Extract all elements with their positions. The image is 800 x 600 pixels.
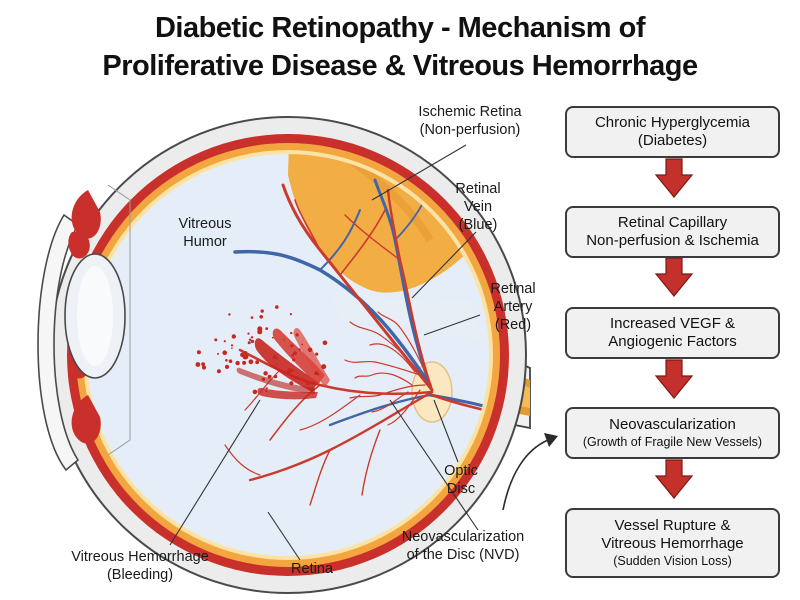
hemorrhage-speck <box>201 365 207 370</box>
hemorrhage-speck <box>290 331 293 335</box>
hemorrhage-speck <box>291 354 294 357</box>
hemorrhage-speck <box>247 341 251 345</box>
hemorrhage-speck <box>261 377 266 381</box>
hemorrhage-speck <box>214 338 218 342</box>
flow-arrow-4 <box>654 459 694 499</box>
hemorrhage-speck <box>228 359 233 364</box>
flow-box-hyperglycemia: Chronic Hyperglycemia (Diabetes) <box>565 106 780 158</box>
hemorrhage-speck <box>267 374 272 379</box>
label-vitreous-hemorrhage: Vitreous Hemorrhage(Bleeding) <box>71 549 209 583</box>
hemorrhage-speck <box>298 348 301 351</box>
title-line-1: Diabetic Retinopathy - Mechanism of <box>154 12 646 44</box>
hemorrhage-speck <box>301 343 304 346</box>
flow-arrow-2 <box>654 257 694 297</box>
flow-box-nonperfusion: Retinal Capillary Non-perfusion & Ischem… <box>565 206 780 258</box>
hemorrhage-speck <box>248 359 254 365</box>
hemorrhage-speck <box>257 326 263 332</box>
hemorrhage-speck <box>231 347 233 350</box>
hemorrhage-speck <box>250 336 254 339</box>
hemorrhage-speck <box>217 352 219 355</box>
nvd-tufts <box>344 311 429 426</box>
hemorrhage-speck <box>321 364 327 370</box>
hemorrhage-speck <box>195 362 201 367</box>
hemorrhage-speck <box>263 371 268 376</box>
hemorrhage-speck <box>242 360 247 365</box>
hemorrhage-speck <box>322 340 328 346</box>
leader-lines <box>169 144 481 561</box>
hemorrhage-speck <box>275 363 278 366</box>
hemorrhage-speck <box>275 305 279 309</box>
hemorrhage-speck <box>196 350 201 355</box>
hemorrhage-speck <box>283 339 285 341</box>
hemorrhage-speck <box>216 369 221 374</box>
flow-arrow-3 <box>654 359 694 399</box>
hemorrhage-speck <box>289 381 294 386</box>
hemorrhage-speck <box>250 316 254 319</box>
hemorrhage-speck <box>252 389 258 395</box>
hemorrhage-speck <box>275 357 278 360</box>
hemorrhage-speck <box>228 313 231 316</box>
hemorrhage-speck <box>223 340 226 343</box>
hemorrhage-speck <box>243 351 247 355</box>
label-ischemic-retina: Ischemic Retina(Non-perfusion) <box>418 104 522 138</box>
title-line-2: Proliferative Disease & Vitreous Hemorrh… <box>102 50 698 82</box>
hemorrhage-speck <box>289 313 292 316</box>
hemorrhage-speck <box>272 336 274 339</box>
hemorrhage-speck <box>265 390 268 393</box>
flow-box-rupture: Vessel Rupture & Vitreous Hemorrhage (Su… <box>565 508 780 578</box>
nvd-to-flow-arrow <box>502 433 558 511</box>
hemorrhage-speck <box>248 338 252 341</box>
flow-box-neovascularization: Neovascularization (Growth of Fragile Ne… <box>565 407 780 459</box>
hemorrhage-speck <box>265 327 269 330</box>
flow-arrows <box>654 158 694 499</box>
hemorrhage-speck <box>305 381 310 386</box>
anterior-segment <box>37 184 131 472</box>
hemorrhage-speck <box>250 339 255 344</box>
hemorrhage-speck <box>290 344 294 348</box>
vitreous-hemorrhage <box>195 305 330 400</box>
hemorrhage-speck <box>272 355 277 359</box>
hemorrhage-speck <box>259 315 264 319</box>
hemorrhage-speck <box>315 352 319 356</box>
label-retina: Retina <box>291 561 333 577</box>
hemorrhage-speck <box>295 333 299 337</box>
hemorrhage-speck <box>231 334 236 339</box>
hemorrhage-speck <box>222 350 227 356</box>
hemorrhage-speck <box>292 358 296 362</box>
hemorrhage-speck <box>243 354 249 360</box>
flow-arrow-1 <box>654 158 694 198</box>
hemorrhage-speck <box>286 368 292 374</box>
hemorrhage-speck <box>291 368 295 372</box>
hemorrhage-speck <box>260 309 264 313</box>
hemorrhage-speck <box>317 373 320 376</box>
hemorrhage-speck <box>235 360 240 366</box>
hemorrhage-speck <box>224 364 230 369</box>
hemorrhage-speck <box>247 332 250 335</box>
hemorrhage-speck <box>230 344 234 347</box>
hemorrhage-speck <box>265 387 268 390</box>
hemorrhage-speck <box>201 362 206 366</box>
hemorrhage-speck <box>293 351 297 355</box>
hemorrhage-speck <box>255 360 259 365</box>
hemorrhage-speck <box>310 348 313 351</box>
hemorrhage-speck <box>225 359 228 362</box>
flow-box-vegf: Increased VEGF & Angiogenic Factors <box>565 307 780 359</box>
hemorrhage-speck <box>273 374 278 379</box>
